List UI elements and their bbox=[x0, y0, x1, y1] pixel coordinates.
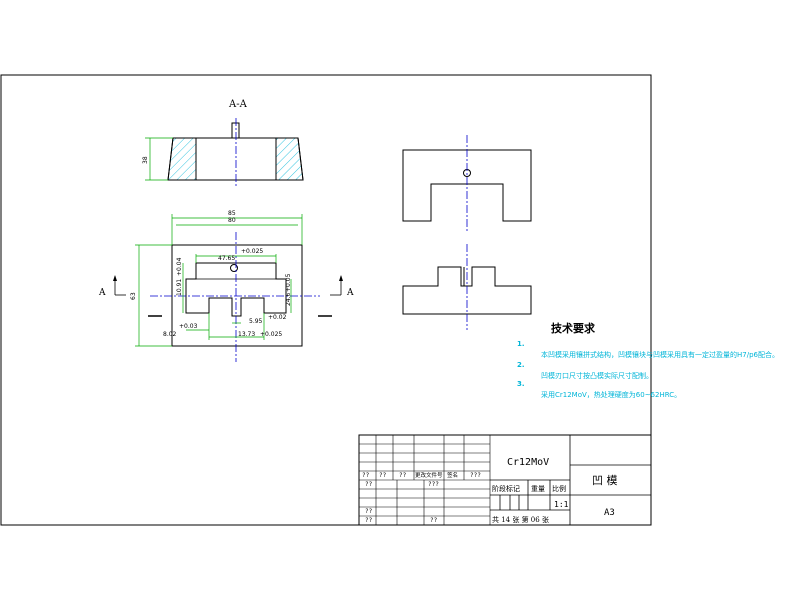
tech-item-2-num: 2. bbox=[517, 361, 525, 369]
tb-part-name: 凹 模 bbox=[592, 474, 618, 487]
title-block bbox=[358, 434, 652, 526]
tb-scale: 1:1 bbox=[554, 500, 569, 509]
tb-rev-h1: ?? bbox=[362, 472, 370, 479]
dim-top-view-height: 38 bbox=[142, 156, 149, 164]
dim-overall-width-inner: 80 bbox=[228, 217, 236, 224]
dim-right-height-tol: +0.05 bbox=[285, 273, 292, 292]
tb-weight-label: 重量 bbox=[531, 485, 545, 493]
dim-left-offset-tol: +0.03 bbox=[179, 323, 198, 330]
section-arrowhead-left bbox=[113, 275, 117, 281]
tb-rev-h6: ??? bbox=[470, 472, 481, 479]
section-hatch-right bbox=[275, 137, 304, 181]
tb-row-check: ?? bbox=[365, 508, 373, 515]
section-mark-left: A bbox=[98, 288, 106, 298]
tech-item-3-num: 3. bbox=[517, 380, 525, 388]
tech-item-1-text: 本凹模采用镶拼式结构，凹模镶块与凹模采用具有一定过盈量的H7/p6配合。 bbox=[541, 350, 779, 359]
tb-row-approve-a: ?? bbox=[365, 517, 373, 524]
tech-title: 技术要求 bbox=[551, 321, 596, 335]
tb-row-std: ??? bbox=[428, 481, 439, 488]
front-view: A A 85 80 63 47.65 +0.025 bbox=[98, 210, 354, 362]
dim-overall-height: 63 bbox=[130, 292, 137, 300]
tb-sheet-size: A3 bbox=[604, 508, 615, 518]
dim-notch-width-tol: +0.02 bbox=[268, 314, 287, 321]
tb-row-design: ?? bbox=[365, 481, 373, 488]
tb-sheet-info: 共 14 张 第 06 张 bbox=[492, 515, 549, 524]
dim-right-height: 24.6 bbox=[285, 292, 292, 306]
front-pin-circle bbox=[230, 264, 238, 272]
tech-item-2-text: 凹模刃口尺寸按凸模实际尺寸配制。 bbox=[541, 371, 653, 380]
tb-rev-h5: 签名 bbox=[447, 471, 458, 479]
section-hatch-left bbox=[167, 137, 197, 181]
right-bottom-view bbox=[402, 244, 532, 330]
section-view-aa: A-A 38 bbox=[142, 99, 304, 186]
tb-scale-label: 比例 bbox=[552, 484, 566, 493]
title-block-text: ?? ?? ?? 更改文件号 签名 ??? ?? ??? ?? ?? ?? Cr… bbox=[362, 457, 618, 524]
dim-slot-depth-left-tol: +0.04 bbox=[176, 257, 183, 276]
section-pin bbox=[231, 122, 240, 139]
tech-item-1-num: 1. bbox=[517, 340, 525, 348]
tb-row-approve-b: ?? bbox=[430, 517, 438, 524]
front-cavity bbox=[185, 262, 287, 317]
tb-rev-h4: 更改文件号 bbox=[415, 471, 443, 479]
right-top-view bbox=[402, 135, 532, 232]
section-label: A-A bbox=[228, 99, 248, 110]
right-top-outline bbox=[402, 149, 532, 222]
dim-overall-width-outer: 85 bbox=[228, 210, 236, 217]
dim-bottom-width: 13.73 bbox=[238, 331, 255, 338]
dim-slot-width: 47.65 bbox=[218, 255, 235, 262]
tech-requirements: 技术要求 1. 本凹模采用镶拼式结构，凹模镶块与凹模采用具有一定过盈量的H7/p… bbox=[517, 321, 779, 399]
right-bottom-outline bbox=[402, 266, 532, 315]
section-arrowhead-right bbox=[339, 275, 343, 281]
section-mark-right: A bbox=[346, 288, 354, 298]
dim-slot-depth-left: 10.91 bbox=[176, 279, 183, 296]
dim-slot-width-tol: +0.025 bbox=[241, 248, 263, 255]
drawing-border bbox=[0, 74, 652, 526]
dim-notch-width: 5.95 bbox=[249, 318, 263, 325]
dim-left-offset: 8.02 bbox=[163, 331, 177, 338]
tb-rev-h2: ?? bbox=[379, 472, 387, 479]
tb-rev-h3: ?? bbox=[399, 472, 407, 479]
tb-material: Cr12MoV bbox=[507, 457, 549, 468]
dim-bottom-width-tol: +0.025 bbox=[260, 331, 282, 338]
tech-item-3-text: 采用Cr12MoV，热处理硬度为60~62HRC。 bbox=[541, 390, 681, 399]
front-outer bbox=[171, 244, 303, 347]
tb-stage-label: 阶段标记 bbox=[492, 484, 520, 493]
